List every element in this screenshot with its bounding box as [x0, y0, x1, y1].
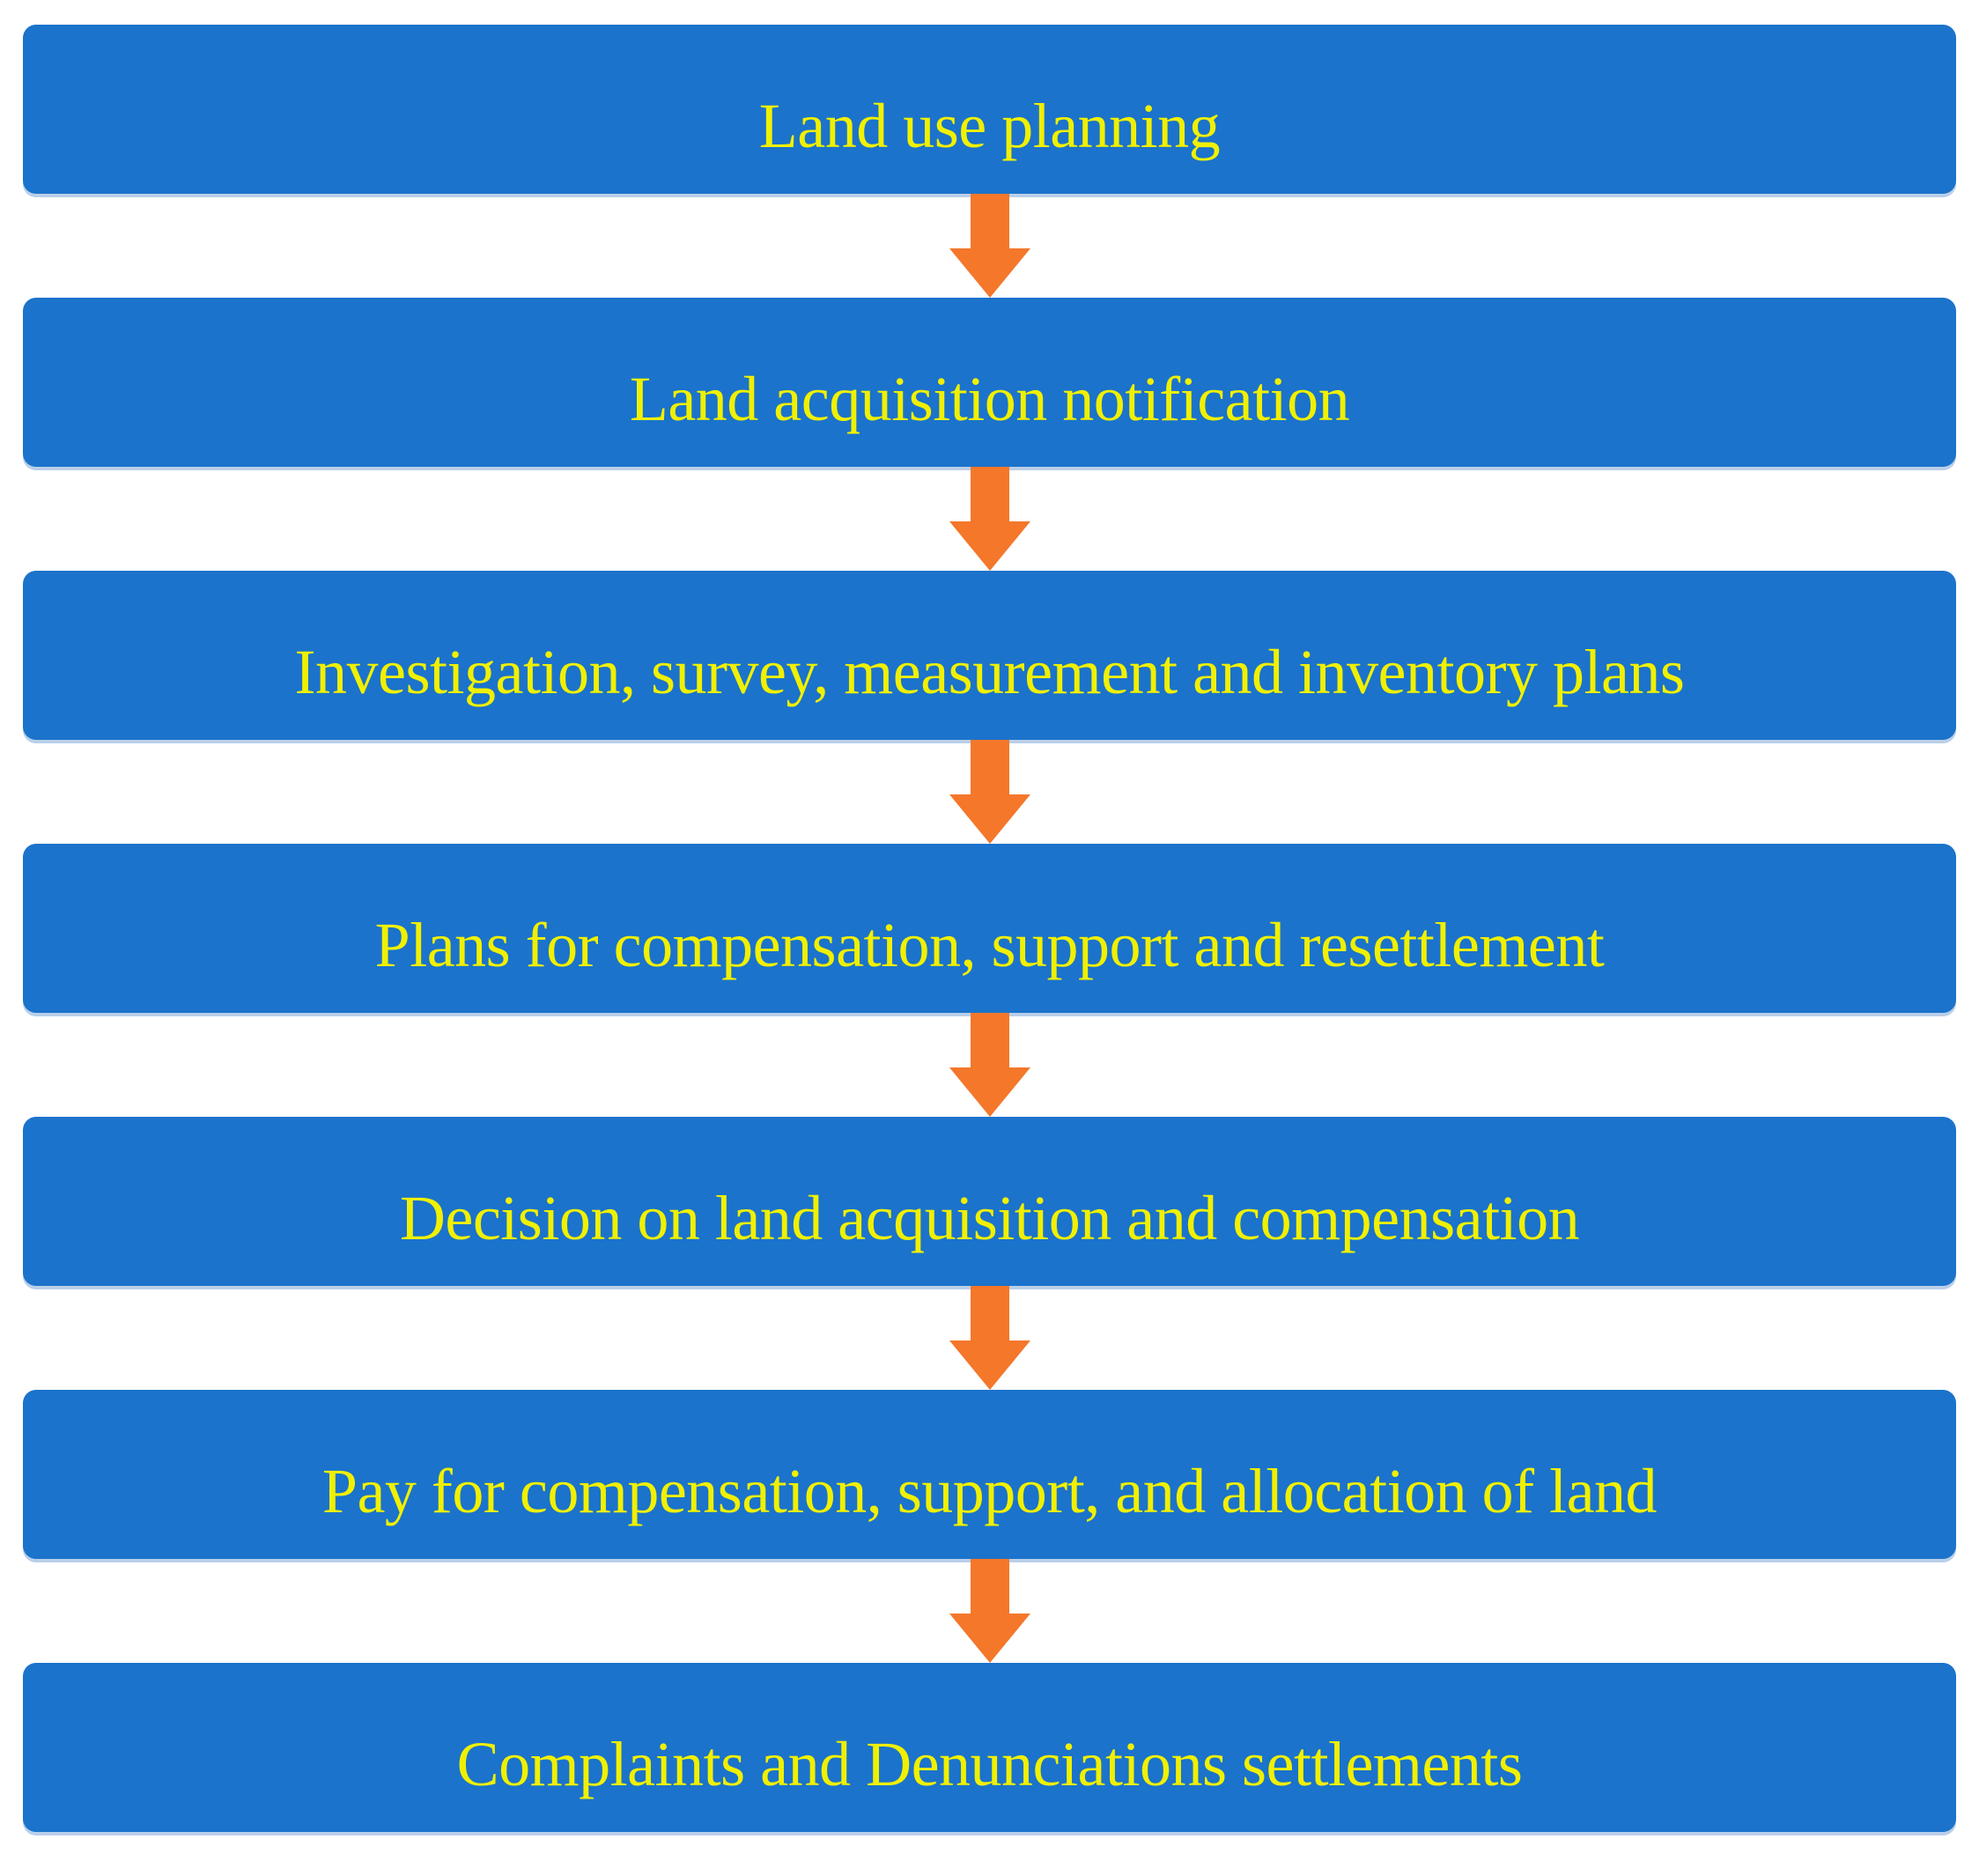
connector-4	[23, 1013, 1956, 1117]
step-box-land-use-planning: Land use planning	[23, 25, 1956, 194]
step-label: Pay for compensation, support, and alloc…	[321, 1456, 1658, 1526]
connector-2	[23, 467, 1956, 571]
step-box-pay-for-compensation: Pay for compensation, support, and alloc…	[23, 1390, 1956, 1559]
flowchart: Land use planning Land acquisition notif…	[23, 25, 1956, 1832]
down-arrow-icon	[949, 740, 1030, 844]
connector-3	[23, 740, 1956, 844]
down-arrow-icon	[949, 194, 1030, 298]
step-label: Plans for compensation, support and rese…	[374, 910, 1605, 980]
down-arrow-icon	[949, 1013, 1030, 1117]
connector-6	[23, 1559, 1956, 1663]
step-box-land-acquisition-notification: Land acquisition notification	[23, 298, 1956, 467]
down-arrow-icon	[949, 1559, 1030, 1663]
step-box-plans-for-compensation: Plans for compensation, support and rese…	[23, 844, 1956, 1013]
step-label: Complaints and Denunciations settlements	[456, 1729, 1523, 1799]
step-box-decision-on-land-acquisition: Decision on land acquisition and compens…	[23, 1117, 1956, 1286]
step-label: Land acquisition notification	[629, 364, 1350, 434]
down-arrow-icon	[949, 467, 1030, 571]
step-box-complaints-and-denunciations: Complaints and Denunciations settlements	[23, 1663, 1956, 1832]
connector-1	[23, 194, 1956, 298]
connector-5	[23, 1286, 1956, 1390]
step-label: Land use planning	[758, 91, 1221, 161]
step-label: Decision on land acquisition and compens…	[399, 1183, 1580, 1253]
step-label: Investigation, survey, measurement and i…	[294, 637, 1685, 707]
step-box-investigation-survey: Investigation, survey, measurement and i…	[23, 571, 1956, 740]
down-arrow-icon	[949, 1286, 1030, 1390]
